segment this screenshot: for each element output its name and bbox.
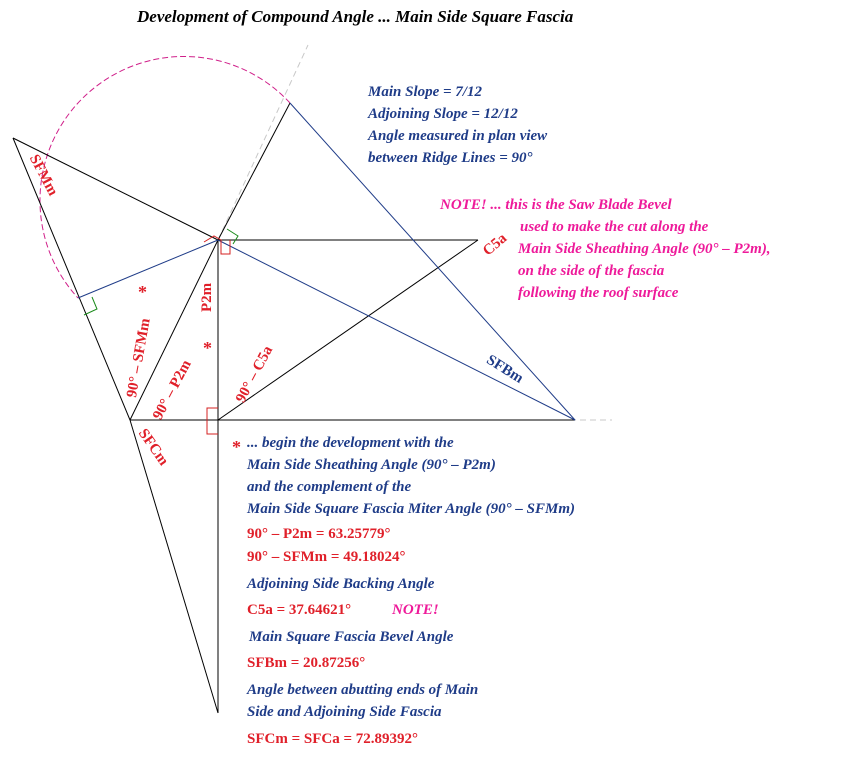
result-p2m: 90° – P2m = 63.25779° <box>247 526 391 542</box>
ridge-lines-text: between Ridge Lines = 90° <box>368 150 533 166</box>
line-sfcm-edge <box>129 419 219 714</box>
note-line-2: used to make the cut along the <box>520 219 709 235</box>
line-sfmm-edge <box>12 137 131 421</box>
page-title: Development of Compound Angle ... Main S… <box>137 7 574 26</box>
development-line-3: and the complement of the <box>247 479 412 495</box>
development-line-4: Main Side Square Fascia Miter Angle (90°… <box>247 501 575 517</box>
star-development: * <box>232 437 241 457</box>
right-angle-green-left <box>83 296 98 316</box>
bevel-angle-heading: Main Square Fascia Bevel Angle <box>249 629 454 645</box>
line-blue-ridge <box>289 102 576 421</box>
main-slope-text: Main Slope = 7/12 <box>368 84 482 100</box>
right-angle-red-top <box>203 235 231 255</box>
line-p2m-diagonal <box>129 239 219 421</box>
backing-angle-heading: Adjoining Side Backing Angle <box>247 576 435 592</box>
right-angle-red-base <box>206 407 218 435</box>
result-sfmm: 90° – SFMm = 49.18024° <box>247 549 406 565</box>
note-line-1: NOTE! ... this is the Saw Blade Bevel <box>440 197 672 213</box>
c5a-note: NOTE! <box>392 602 439 618</box>
result-sfbm: SFBm = 20.87256° <box>247 655 366 671</box>
star-sfmm: * <box>138 282 147 302</box>
line-ridge-up <box>217 102 291 241</box>
adjoining-slope-text: Adjoining Slope = 12/12 <box>368 106 518 122</box>
development-arc <box>39 55 291 299</box>
result-sfcm: SFCm = SFCa = 72.89392° <box>247 731 419 747</box>
line-c5a-diagonal <box>217 239 479 421</box>
abutting-heading-1: Angle between abutting ends of Main <box>247 682 479 698</box>
abutting-heading-2: Side and Adjoining Side Fascia <box>247 704 442 720</box>
line-top-edge <box>12 137 219 241</box>
development-line-2: Main Side Sheathing Angle (90° – P2m) <box>247 457 496 473</box>
star-p2m: * <box>203 338 212 358</box>
development-line-1: ... begin the development with the <box>247 435 454 451</box>
right-angle-green-top <box>226 228 239 245</box>
line-sfbm <box>217 239 576 421</box>
note-line-4: on the side of the fascia <box>518 263 665 279</box>
result-c5a: C5a = 37.64621° <box>247 602 352 618</box>
dashed-ridge-extension <box>217 44 309 241</box>
note-line-3: Main Side Sheathing Angle (90° – P2m), <box>518 241 771 257</box>
note-line-5: following the roof surface <box>518 285 679 301</box>
label-p2m: P2m <box>199 282 215 312</box>
angle-measured-text: Angle measured in plan view <box>368 128 548 144</box>
line-blue-sfmm <box>77 239 219 299</box>
